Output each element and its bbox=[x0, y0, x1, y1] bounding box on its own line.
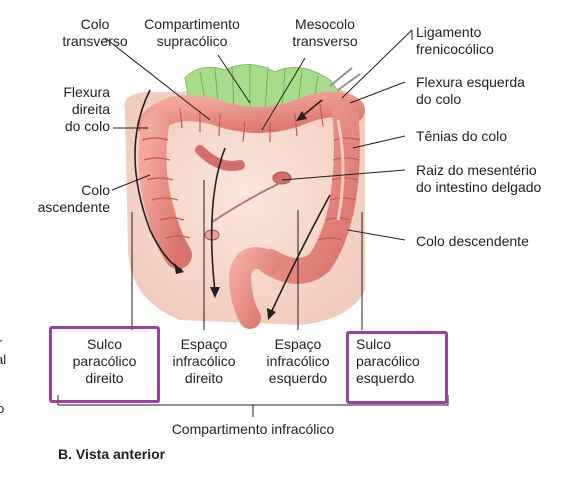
label-colo-ascendente: Colo ascendente bbox=[37, 182, 110, 215]
figure-caption: B. Vista anterior bbox=[58, 446, 166, 462]
label-sulco-paracolico-esquerdo: Sulco paracólico esquerdo bbox=[356, 336, 420, 386]
ascending-colon bbox=[138, 111, 192, 269]
label-raiz-mesenterio: Raiz do mesentério do intestino delgado bbox=[416, 162, 542, 195]
label-sulco-paracolico-direito: Sulco paracólico direito bbox=[72, 336, 137, 386]
clipped-text-2: al bbox=[0, 352, 7, 367]
descending-colon bbox=[257, 99, 360, 284]
transverse-colon bbox=[137, 91, 365, 138]
sigmoid-colon bbox=[228, 247, 281, 329]
label-colo-descendente: Colo descendente bbox=[416, 233, 529, 249]
clipped-text-1: r bbox=[0, 335, 3, 350]
label-compartimento-supracolico: Compartimento supracólico bbox=[144, 16, 240, 49]
highlight-box-sulco-esquerdo bbox=[346, 331, 448, 404]
label-flexura-direita: Flexura direita do colo bbox=[63, 84, 110, 134]
flow-arrow-left bbox=[134, 89, 183, 271]
label-colo-transverso: Colo transverso bbox=[62, 16, 128, 49]
flow-arrow-mid bbox=[210, 147, 226, 293]
label-compartimento-infracolico: Compartimento infracólico bbox=[171, 421, 335, 437]
label-espaco-infracolico-esquerdo: Espaço infracólico esquerdo bbox=[266, 336, 330, 386]
label-flexura-esquerda: Flexura esquerda do colo bbox=[416, 74, 525, 107]
label-mesocolo-transverso: Mesocolo transverso bbox=[292, 16, 358, 49]
label-ligamento-frenicocolico: Ligamento frenicocólico bbox=[416, 24, 494, 57]
label-tenias: Tênias do colo bbox=[416, 128, 508, 144]
flow-arrow-right bbox=[269, 194, 331, 316]
label-espaco-infracolico-direito: Espaço infracólico direito bbox=[172, 336, 236, 386]
highlight-box-sulco-direito bbox=[49, 326, 160, 403]
clipped-text-3: o bbox=[0, 401, 5, 416]
